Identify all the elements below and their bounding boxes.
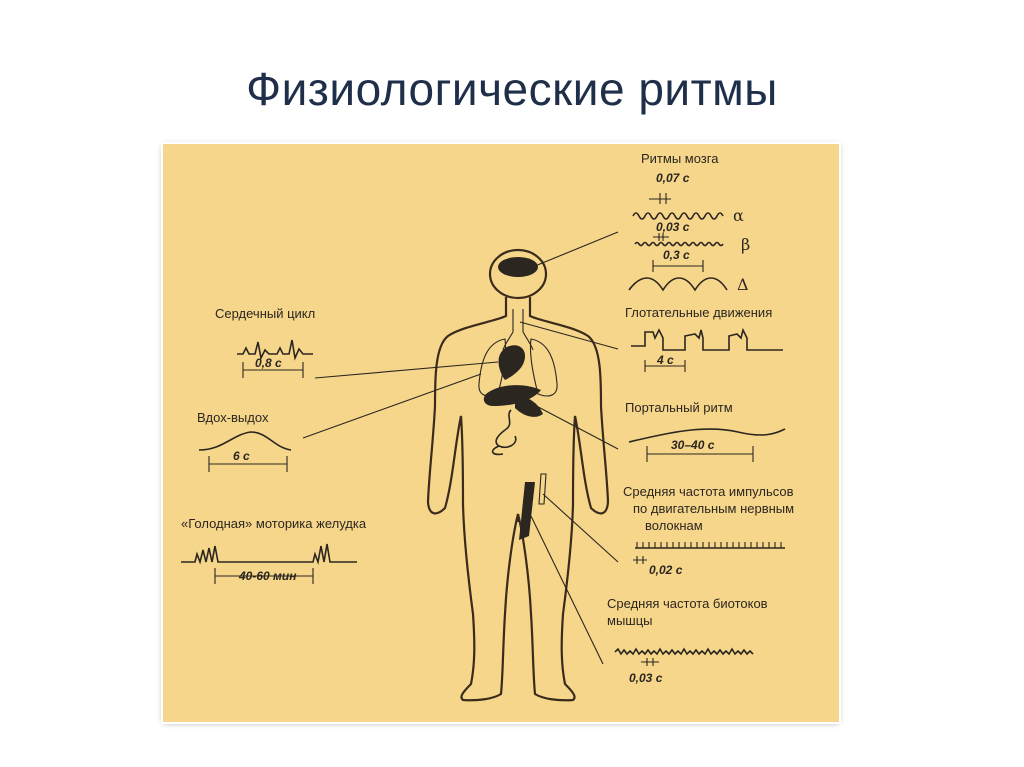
portal-rhythm: Портальный ритм 30–40 с (625, 400, 786, 462)
brain-title: Ритмы мозга (641, 151, 719, 166)
portal-title: Портальный ритм (625, 400, 733, 415)
muscle-period: 0,03 с (629, 671, 663, 685)
breath-period: 6 с (233, 449, 250, 463)
human-figure (426, 248, 610, 702)
motor-nerve-title-2: по двигательным нервным (633, 501, 794, 516)
swallowing: Глотательные движения 4 с (625, 305, 783, 372)
slide-title: Физиологические ритмы (246, 63, 778, 115)
heart-wave (237, 339, 313, 361)
stomach-wave (181, 543, 357, 565)
heart-cycle: Сердечный цикл 0,8 с (215, 306, 315, 378)
motor-nerve-title-1: Средняя частота импульсов (623, 484, 794, 499)
stomach-title: «Голодная» моторика желудка (181, 516, 367, 531)
alpha-wave (632, 212, 724, 220)
stomach-period: 40-60 мин (238, 569, 297, 583)
brain-period-2: 0,03 с (656, 220, 690, 234)
physiology-diagram: Ритмы мозга 0,07 с α 0,03 с β 0,3 с Δ Гл… (181, 151, 794, 702)
connector-lines (302, 231, 619, 665)
diagram-panel: Ритмы мозга 0,07 с α 0,03 с β 0,3 с Δ Гл… (163, 144, 839, 722)
muscle-biocurrents: Средняя частота биотоков мышцы 0,03 с (607, 596, 768, 685)
beta-wave (634, 241, 724, 247)
muscle-signal (614, 647, 754, 656)
portal-wave (628, 428, 786, 443)
brain-period-1: 0,07 с (656, 171, 690, 185)
breath-wave (198, 431, 292, 451)
motor-nerve: Средняя частота импульсов по двигательны… (623, 484, 794, 577)
motor-nerve-title-3: волокнам (645, 518, 703, 533)
heart-period: 0,8 с (255, 356, 282, 370)
heart-title: Сердечный цикл (215, 306, 315, 321)
swallowing-period: 4 с (656, 353, 674, 367)
delta-wave (628, 277, 728, 292)
swallowing-wave (631, 327, 783, 351)
swallowing-title: Глотательные движения (625, 305, 772, 320)
motor-nerve-period: 0,02 с (649, 563, 683, 577)
brain-rhythms: Ритмы мозга 0,07 с α 0,03 с β 0,3 с Δ (628, 151, 750, 294)
beta-symbol: β (741, 235, 750, 254)
alpha-symbol: α (733, 206, 744, 225)
brain-period-3: 0,3 с (663, 248, 690, 262)
stomach-motorics: «Голодная» моторика желудка 40-60 мин (181, 516, 367, 584)
portal-period: 30–40 с (671, 438, 715, 452)
brain-shape (498, 257, 538, 277)
breathing: Вдох-выдох 6 с (197, 410, 292, 472)
delta-symbol: Δ (737, 275, 749, 294)
breath-title: Вдох-выдох (197, 410, 269, 425)
muscle-title-2: мышцы (607, 613, 653, 628)
muscle-title-1: Средняя частота биотоков (607, 596, 768, 611)
